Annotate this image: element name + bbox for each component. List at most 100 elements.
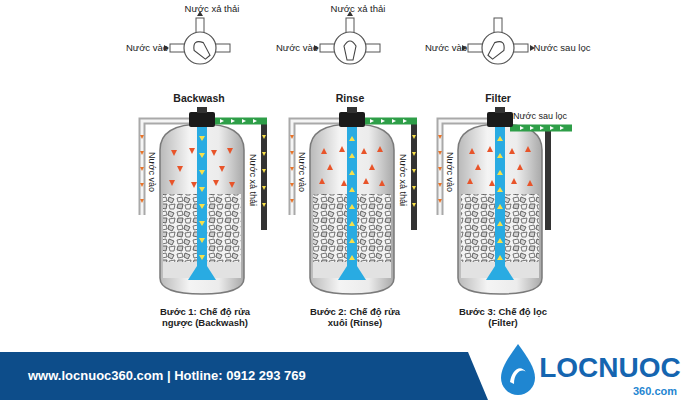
valve-body bbox=[184, 32, 216, 64]
valve-knob bbox=[495, 107, 505, 113]
port-label: Nước sau lọc bbox=[513, 111, 567, 121]
valve-head bbox=[189, 112, 215, 127]
logo-text: 360.com bbox=[633, 385, 677, 398]
step-caption: Bước 1: Chế độ rửa ngược (Backwash) bbox=[153, 307, 257, 329]
particle bbox=[339, 146, 345, 152]
flow-arrow bbox=[140, 167, 144, 171]
flow-arrow bbox=[262, 203, 266, 207]
particle bbox=[511, 178, 517, 184]
particle bbox=[327, 164, 333, 170]
drain-pipe bbox=[261, 121, 267, 230]
flow-arrow bbox=[290, 135, 294, 139]
flow-arrow bbox=[349, 255, 355, 260]
flow-arrow bbox=[253, 119, 257, 123]
flow-arrow bbox=[199, 238, 205, 243]
distributor-tube bbox=[495, 124, 505, 270]
tank-shell bbox=[310, 124, 394, 294]
flow-arrow bbox=[220, 119, 224, 123]
particle bbox=[525, 146, 531, 152]
flow-arrow bbox=[199, 136, 205, 141]
flow-arrow bbox=[412, 186, 416, 190]
flow-arrow bbox=[140, 135, 144, 139]
flow-arrow bbox=[530, 126, 534, 130]
particle bbox=[211, 150, 217, 156]
port-label: Nước xả thải bbox=[331, 4, 386, 15]
pipe-label: Nước vào bbox=[297, 152, 307, 192]
flow-arrow bbox=[412, 203, 416, 207]
valve-head bbox=[487, 112, 513, 127]
pipe-label: Nước xả thải bbox=[398, 154, 408, 206]
valve-knob bbox=[347, 107, 357, 113]
particle bbox=[171, 150, 177, 156]
flow-arrow bbox=[497, 221, 503, 226]
particle bbox=[489, 180, 495, 186]
flow-arrow bbox=[370, 119, 374, 123]
band-fill bbox=[0, 352, 488, 400]
flow-arrow bbox=[199, 204, 205, 209]
flow-arrow bbox=[497, 255, 503, 260]
flow-arrow bbox=[438, 151, 442, 155]
flow-arrow bbox=[497, 204, 503, 209]
distributor-tube bbox=[347, 124, 357, 270]
tube-strainer bbox=[188, 266, 216, 280]
flow-arrow bbox=[403, 119, 407, 123]
particle bbox=[189, 148, 195, 154]
flow-arrow bbox=[560, 126, 564, 130]
flow-arrow bbox=[140, 183, 144, 187]
valve-rotor bbox=[344, 41, 356, 60]
particle bbox=[377, 146, 383, 152]
logo-icon bbox=[501, 344, 535, 395]
outlet-pipe bbox=[510, 128, 548, 230]
flow-arrow bbox=[140, 151, 144, 155]
port-label: Nước vào bbox=[126, 43, 168, 54]
flow-arrow bbox=[262, 169, 266, 173]
step-caption: Bước 2: Chế độ rửa xuôi (Rinse) bbox=[303, 307, 407, 329]
particle bbox=[363, 178, 369, 184]
particle bbox=[219, 166, 225, 172]
outlet-pipe-top bbox=[510, 125, 572, 132]
valve-body bbox=[482, 32, 514, 64]
particle bbox=[361, 148, 367, 154]
mode-name: Rinse bbox=[336, 92, 365, 104]
flow-arrow bbox=[349, 221, 355, 226]
port-label: Nước vào bbox=[425, 43, 467, 54]
mode-name: Filter bbox=[485, 92, 511, 104]
particle bbox=[321, 148, 327, 154]
flow-arrow bbox=[349, 187, 355, 192]
pipe-label: Nước vào bbox=[147, 152, 157, 192]
tube-strainer bbox=[486, 266, 514, 280]
port-label: Nước vào bbox=[276, 43, 318, 54]
flow-arrow bbox=[349, 153, 355, 158]
flow-arrow bbox=[550, 126, 554, 130]
particle bbox=[487, 146, 493, 152]
flow-arrow bbox=[262, 135, 266, 139]
mode-name: Backwash bbox=[173, 92, 224, 104]
particle bbox=[379, 180, 385, 186]
flow-arrow bbox=[540, 126, 544, 130]
step-caption: Bước 3: Chế độ lọc (Filter) bbox=[451, 307, 555, 329]
flow-arrow bbox=[242, 119, 246, 123]
particle bbox=[517, 164, 523, 170]
flow-arrow bbox=[199, 221, 205, 226]
flow-arrow bbox=[231, 119, 235, 123]
valve-body bbox=[334, 32, 366, 64]
logo-swirl bbox=[510, 368, 526, 384]
particle bbox=[475, 164, 481, 170]
flow-arrow bbox=[262, 186, 266, 190]
flow-arrow bbox=[412, 152, 416, 156]
flow-arrow bbox=[412, 169, 416, 173]
particle bbox=[191, 182, 197, 188]
flow-arrow bbox=[438, 135, 442, 139]
flow-arrow bbox=[349, 238, 355, 243]
particle bbox=[369, 164, 375, 170]
footer-band: www.locnuoc360.com | Hotline: 0912 293 7… bbox=[0, 352, 488, 400]
flow-arrow bbox=[497, 187, 503, 192]
valve-knob bbox=[197, 107, 207, 113]
flow-arrow bbox=[438, 167, 442, 171]
particle bbox=[319, 178, 325, 184]
flow-arrow bbox=[438, 199, 442, 203]
flow-arrow bbox=[290, 183, 294, 187]
flow-arrow bbox=[412, 135, 416, 139]
particle bbox=[169, 180, 175, 186]
